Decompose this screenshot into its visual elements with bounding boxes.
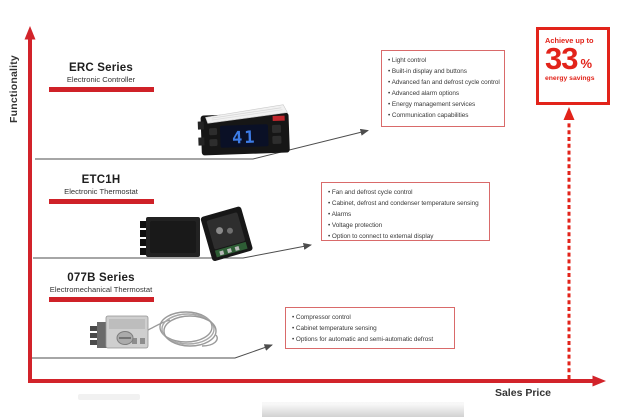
feature-item: Alarms: [328, 210, 485, 221]
tier-077b-subtitle: Electromechanical Thermostat: [49, 285, 153, 294]
feature-item: Fan and defrost cycle control: [328, 188, 485, 199]
feature-item: Advanced fan and defrost cycle control: [388, 78, 500, 89]
feature-item: Option to connect to external display: [328, 232, 485, 243]
tier-etc1h-label: ETC1H Electronic Thermostat: [40, 174, 162, 204]
feature-item: Communication capabilities: [388, 111, 500, 122]
feature-item: Advanced alarm options: [388, 89, 500, 100]
etc1h-thermostat-image: [130, 203, 254, 263]
feature-item: Energy management services: [388, 100, 500, 111]
erc-display-digits: 41: [232, 128, 257, 149]
erc-controller-image: 41: [196, 100, 294, 158]
badge-line1: Achieve up to: [545, 36, 594, 45]
erc-feature-list: Light controlBuilt-in display and button…: [382, 51, 504, 125]
badge-value: 33: [545, 41, 578, 76]
energy-savings-arrowhead: [563, 107, 575, 120]
etc1h-feature-box: Fan and defrost cycle controlCabinet, de…: [321, 182, 490, 241]
tier-etc1h-subtitle: Electronic Thermostat: [64, 187, 138, 196]
tier-erc-label: ERC Series Electronic Controller: [40, 62, 162, 92]
tier-etc1h-name: ETC1H: [81, 174, 121, 186]
077b-feature-box: Compressor controlCabinet temperature se…: [285, 307, 455, 349]
tier-erc-subtitle: Electronic Controller: [66, 75, 136, 84]
erc-feature-box: Light controlBuilt-in display and button…: [381, 50, 505, 127]
tier-etc1h-underline: [48, 199, 154, 204]
077b-feature-list: Compressor controlCabinet temperature se…: [286, 308, 454, 350]
page-shadow-band: [262, 402, 464, 417]
tier-077b-underline: [48, 297, 154, 302]
feature-item: Voltage protection: [328, 221, 485, 232]
feature-item: Cabinet, defrost and condenser temperatu…: [328, 199, 485, 210]
page-shadow-smudge: [78, 394, 140, 400]
tier-077b-label: 077B Series Electromechanical Thermostat: [40, 272, 162, 302]
tier-077b-name: 077B Series: [67, 272, 135, 284]
feature-item: Compressor control: [292, 313, 450, 324]
energy-savings-badge: Achieve up to 33 % energy savings: [536, 27, 610, 105]
tier-erc-underline: [48, 87, 154, 92]
feature-item: Cabinet temperature sensing: [292, 324, 450, 335]
badge-percent-sign: %: [580, 56, 593, 71]
feature-item: Light control: [388, 56, 500, 67]
y-axis-arrowhead: [24, 26, 36, 40]
badge-line2: energy savings: [545, 75, 595, 82]
077b-thermostat-image: [82, 300, 224, 360]
x-axis-arrowhead: [592, 375, 606, 387]
x-axis-label: Sales Price: [494, 387, 552, 399]
feature-item: Options for automatic and semi-automatic…: [292, 335, 450, 346]
etc1h-feature-list: Fan and defrost cycle controlCabinet, de…: [322, 183, 489, 247]
tier-erc-name: ERC Series: [68, 62, 133, 74]
y-axis-label: Functionality: [8, 55, 20, 123]
feature-item: Built-in display and buttons: [388, 67, 500, 78]
